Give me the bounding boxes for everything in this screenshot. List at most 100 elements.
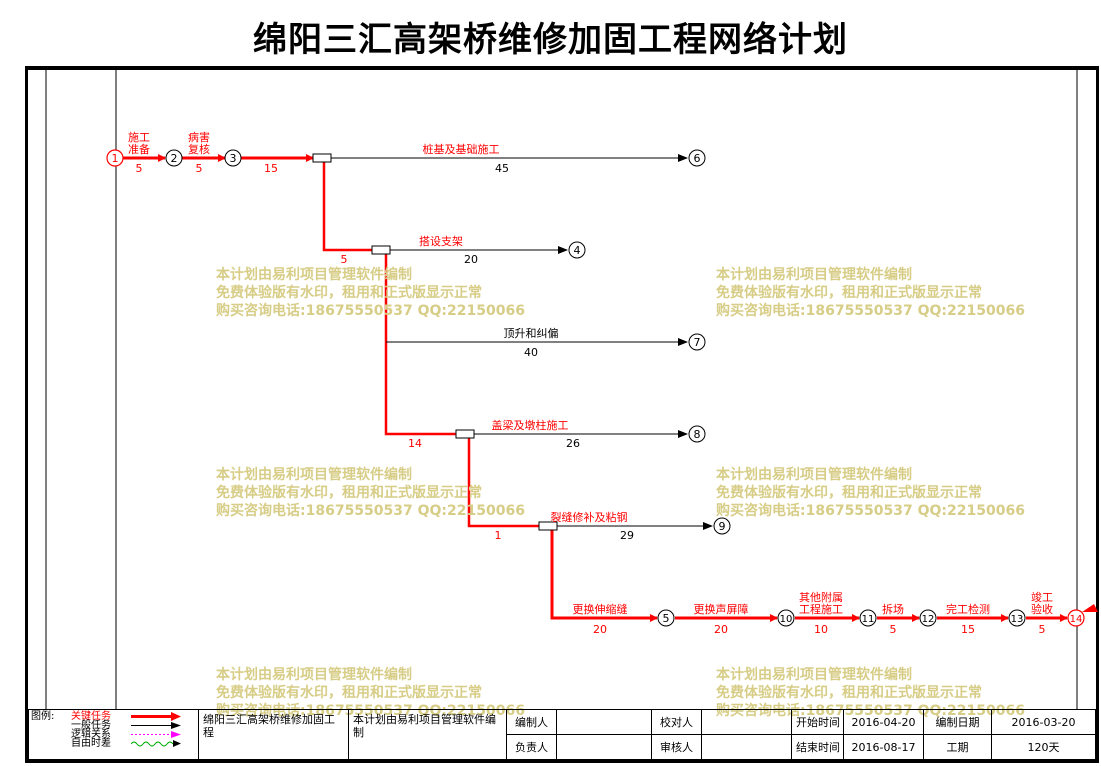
task-duration: 20 bbox=[714, 623, 728, 636]
task-duration: 29 bbox=[620, 529, 634, 542]
node-1: 1 bbox=[106, 149, 124, 167]
task-name: 搭设支架 bbox=[419, 235, 463, 248]
node-14: 14 bbox=[1067, 609, 1085, 627]
task-duration: 5 bbox=[341, 253, 348, 266]
split-box bbox=[455, 429, 475, 439]
node-2: 2 bbox=[165, 149, 183, 167]
task-duration: 20 bbox=[464, 253, 478, 266]
arrow-task-10 bbox=[467, 434, 539, 528]
task-name: 拆场 bbox=[882, 602, 904, 616]
svg-text:10: 10 bbox=[780, 614, 793, 625]
svg-text:12: 12 bbox=[922, 614, 935, 625]
start-time-label: 开始时间 bbox=[791, 709, 844, 735]
editor-label: 编制人 bbox=[506, 709, 557, 735]
end-time-value: 2016-08-17 bbox=[843, 734, 924, 760]
node-8: 8 bbox=[688, 425, 706, 443]
node-12: 12 bbox=[919, 609, 937, 627]
task-duration: 15 bbox=[264, 162, 278, 175]
task-duration: 5 bbox=[890, 623, 897, 636]
compile-date-label: 编制日期 bbox=[923, 709, 992, 735]
green-wavy-line-icon bbox=[131, 740, 181, 747]
magenta-dotted-arrow-icon bbox=[131, 731, 181, 738]
svg-text:11: 11 bbox=[862, 614, 875, 625]
task-name: 更换声屏障 bbox=[694, 602, 749, 616]
legend-normal: 一般任务 bbox=[31, 721, 196, 731]
watermark: 本计划由易利项目管理软件编制免费体验版有水印，租用和正式版显示正常购买咨询电话:… bbox=[716, 467, 1025, 519]
split-box bbox=[312, 153, 332, 163]
task-name: 盖梁及墩柱施工 bbox=[492, 418, 569, 432]
checker-value bbox=[701, 709, 792, 735]
arrow-task-5 bbox=[322, 158, 372, 252]
duration-value: 120天 bbox=[991, 734, 1096, 760]
legend-logic: 逻辑关系 bbox=[31, 730, 196, 740]
task-name: 准备 bbox=[128, 142, 150, 156]
task-duration: 40 bbox=[524, 346, 538, 359]
task-name: 验收 bbox=[1031, 602, 1053, 616]
split-box bbox=[538, 521, 558, 531]
legend: 图例: 关键任务 一般任务 逻辑关系 自由时差 bbox=[28, 709, 199, 760]
watermark: 本计划由易利项目管理软件编制免费体验版有水印，租用和正式版显示正常购买咨询电话:… bbox=[216, 467, 525, 519]
finish-flag-icon bbox=[1082, 604, 1098, 612]
task-name: 顶升和纠偏 bbox=[504, 326, 559, 340]
node-13: 13 bbox=[1008, 609, 1026, 627]
task-name: 复核 bbox=[188, 142, 210, 156]
node-3: 3 bbox=[224, 149, 242, 167]
task-duration: 26 bbox=[566, 437, 580, 450]
project-name: 绵阳三汇高架桥维修加固工程 bbox=[198, 709, 349, 760]
footer-info-table: 图例: 关键任务 一般任务 逻辑关系 自由时差 绵阳三汇高架桥维修加固工程 bbox=[28, 709, 1096, 760]
diagram-frame bbox=[25, 66, 1099, 763]
svg-text:4: 4 bbox=[574, 244, 581, 257]
node-5: 5 bbox=[657, 609, 675, 627]
task-name: 更换伸缩缝 bbox=[573, 602, 628, 616]
task-name: 完工检测 bbox=[946, 602, 990, 616]
arrow-task-12 bbox=[550, 526, 658, 622]
svg-text:13: 13 bbox=[1011, 614, 1024, 625]
task-name: 桩基及基础施工 bbox=[423, 142, 500, 156]
svg-text:9: 9 bbox=[719, 520, 726, 533]
split-box bbox=[371, 245, 391, 255]
black-arrow-icon bbox=[131, 722, 181, 729]
end-time-label: 结束时间 bbox=[791, 734, 844, 760]
start-time-value: 2016-04-20 bbox=[843, 709, 924, 735]
software-note: 本计划由易利项目管理软件编制 bbox=[348, 709, 507, 760]
task-name: 其他附属 bbox=[799, 590, 843, 604]
svg-text:7: 7 bbox=[694, 336, 701, 349]
node-7: 7 bbox=[688, 333, 706, 351]
node-10: 10 bbox=[777, 609, 795, 627]
task-duration: 10 bbox=[814, 623, 828, 636]
task-duration: 14 bbox=[408, 437, 422, 450]
owner-label: 负责人 bbox=[506, 734, 557, 760]
task-duration: 20 bbox=[593, 623, 607, 636]
task-name: 工程施工 bbox=[799, 603, 843, 616]
task-duration: 45 bbox=[495, 162, 509, 175]
legend-critical: 图例: 关键任务 bbox=[31, 711, 196, 722]
reviewer-label: 审核人 bbox=[651, 734, 702, 760]
editor-value bbox=[556, 709, 652, 735]
task-name: 施工 bbox=[128, 131, 150, 144]
node-4: 4 bbox=[568, 241, 586, 259]
task-duration: 15 bbox=[961, 623, 975, 636]
page-title: 绵阳三汇高架桥维修加固工程网络计划 bbox=[253, 20, 848, 60]
node-6: 6 bbox=[688, 149, 706, 167]
svg-text:2: 2 bbox=[171, 152, 178, 165]
svg-text:14: 14 bbox=[1070, 614, 1083, 625]
task-name: 病害 bbox=[188, 130, 210, 144]
svg-text:6: 6 bbox=[694, 152, 701, 165]
task-duration: 5 bbox=[196, 162, 203, 175]
duration-label: 工期 bbox=[923, 734, 992, 760]
compile-date-value: 2016-03-20 bbox=[991, 709, 1096, 735]
svg-text:3: 3 bbox=[230, 152, 237, 165]
checker-label: 校对人 bbox=[651, 709, 702, 735]
watermark: 本计划由易利项目管理软件编制免费体验版有水印，租用和正式版显示正常购买咨询电话:… bbox=[716, 267, 1025, 319]
svg-text:1: 1 bbox=[112, 152, 119, 165]
owner-value bbox=[556, 734, 652, 760]
task-duration: 5 bbox=[1039, 623, 1046, 636]
thick-red-arrow-icon bbox=[131, 712, 181, 721]
legend-title: 图例: bbox=[31, 711, 55, 722]
task-duration: 5 bbox=[136, 162, 143, 175]
node-9: 9 bbox=[713, 517, 731, 535]
task-name: 裂缝修补及粘钢 bbox=[551, 510, 628, 524]
task-name: 竣工 bbox=[1031, 590, 1053, 604]
legend-float: 自由时差 bbox=[31, 739, 196, 749]
